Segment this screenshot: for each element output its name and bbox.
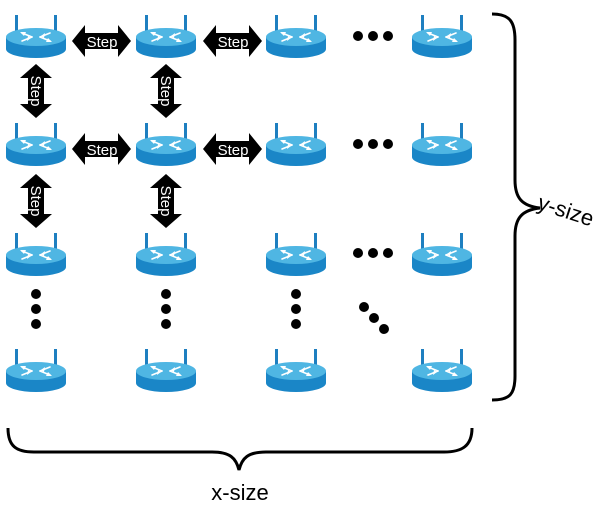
router-icon xyxy=(411,348,473,393)
vertical-step-arrows: Step Step Step Step xyxy=(20,64,182,228)
double-arrow-icon: Step xyxy=(20,64,52,118)
step-label: Step xyxy=(87,34,118,51)
double-arrow-icon: Step xyxy=(20,174,52,228)
step-label: Step xyxy=(87,142,118,159)
ellipsis-icon xyxy=(291,289,301,329)
router-icon xyxy=(5,232,67,277)
ellipsis-icon xyxy=(353,248,393,258)
ellipsis-icon xyxy=(359,302,389,334)
ellipsis-icon xyxy=(161,289,171,329)
double-arrow-icon: Step xyxy=(72,133,131,165)
ellipsis-icon xyxy=(353,31,393,41)
curly-brace-icon xyxy=(6,427,474,471)
router-icon xyxy=(411,122,473,167)
router-nodes xyxy=(5,14,473,393)
ellipsis-icon xyxy=(353,139,393,149)
router-icon xyxy=(5,122,67,167)
router-icon xyxy=(5,348,67,393)
ellipsis-icon xyxy=(31,289,41,329)
router-icon xyxy=(265,232,327,277)
step-label: Step xyxy=(157,76,174,107)
router-icon xyxy=(135,232,197,277)
ellipsis-markers xyxy=(31,31,393,334)
router-icon xyxy=(135,348,197,393)
horizontal-step-arrows: Step Step Step Step xyxy=(72,25,262,165)
step-label: Step xyxy=(27,186,44,217)
curly-brace-icon xyxy=(491,12,541,402)
step-label: Step xyxy=(218,34,249,51)
router-icon xyxy=(411,14,473,59)
double-arrow-icon: Step xyxy=(150,174,182,228)
router-icon xyxy=(265,348,327,393)
step-label: Step xyxy=(157,186,174,217)
double-arrow-icon: Step xyxy=(150,64,182,118)
x-size-label: x-size xyxy=(211,480,268,505)
double-arrow-icon: Step xyxy=(203,133,262,165)
double-arrow-icon: Step xyxy=(72,25,131,57)
y-size-label: y-size xyxy=(535,190,597,232)
step-label: Step xyxy=(27,76,44,107)
router-icon xyxy=(5,14,67,59)
step-label: Step xyxy=(218,142,249,159)
router-icon xyxy=(411,232,473,277)
double-arrow-icon: Step xyxy=(203,25,262,57)
router-icon xyxy=(265,122,327,167)
router-icon xyxy=(265,14,327,59)
router-icon xyxy=(135,14,197,59)
router-icon xyxy=(135,122,197,167)
